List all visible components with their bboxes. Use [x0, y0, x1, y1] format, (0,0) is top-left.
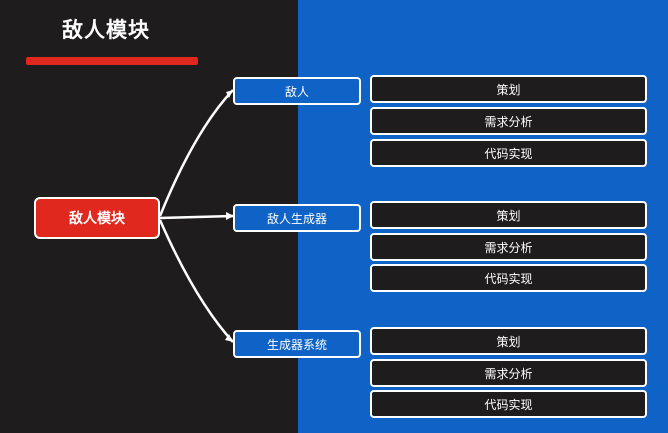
leaf-enemy-planning: 策划	[370, 75, 647, 103]
leaf-system-requirements: 需求分析	[370, 359, 647, 387]
slide-title: 敌人模块	[62, 18, 150, 42]
leaf-spawner-implementation: 代码实现	[370, 264, 647, 292]
leaf-enemy-requirements: 需求分析	[370, 107, 647, 135]
branch-node-enemy-spawner: 敌人生成器	[233, 204, 361, 232]
connector-line-spawner-system	[158, 219, 234, 343]
branch-node-spawner-system: 生成器系统	[233, 330, 361, 358]
branch-node-enemy: 敌人	[233, 77, 361, 105]
arrowhead-enemy-spawner	[226, 212, 234, 220]
arrowhead-enemy	[226, 90, 233, 98]
title-underline	[26, 57, 198, 65]
arrowhead-spawner-system	[225, 334, 233, 342]
root-node: 敌人模块	[34, 197, 160, 239]
connector-line-enemy	[158, 89, 234, 217]
leaf-spawner-requirements: 需求分析	[370, 233, 647, 261]
leaf-system-planning: 策划	[370, 327, 647, 355]
leaf-spawner-planning: 策划	[370, 201, 647, 229]
connector-line-enemy-spawner	[159, 214, 234, 220]
leaf-system-implementation: 代码实现	[370, 390, 647, 418]
leaf-enemy-implementation: 代码实现	[370, 139, 647, 167]
